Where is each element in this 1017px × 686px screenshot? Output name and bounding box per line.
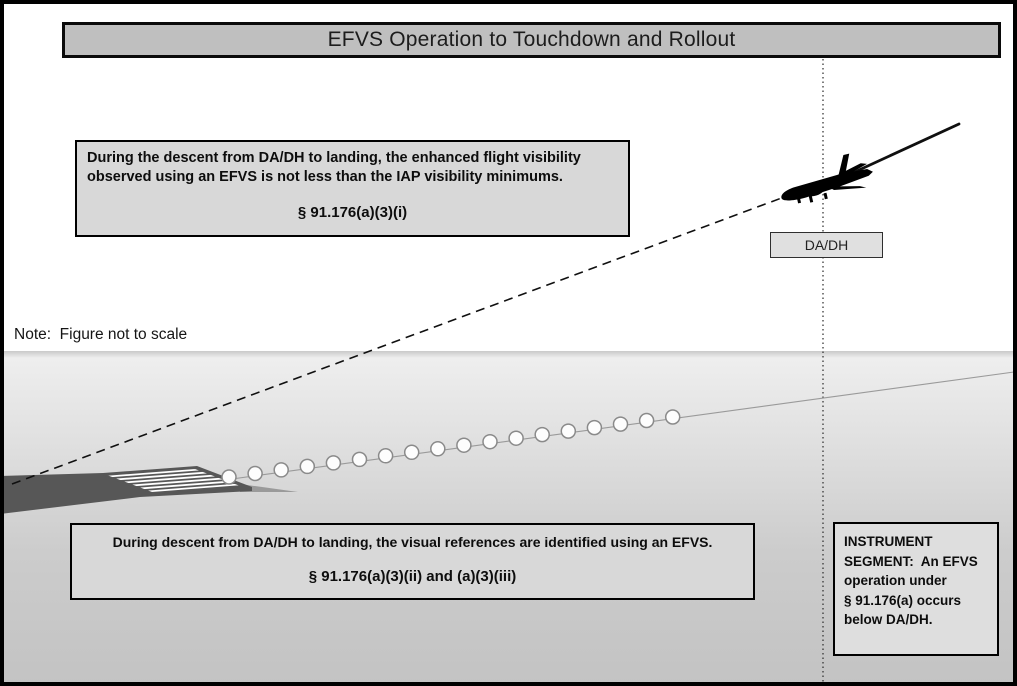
instrument-segment-box: INSTRUMENT SEGMENT: An EFVS operation un… bbox=[833, 522, 999, 656]
approach-light bbox=[325, 455, 342, 471]
glidepath-dashed-line bbox=[11, 192, 796, 485]
threshold-stripe-line bbox=[119, 473, 212, 482]
approach-light bbox=[351, 451, 368, 468]
visual-references-requirement-box: During descent from DA/DH to landing, th… bbox=[70, 523, 755, 600]
approach-lights bbox=[221, 409, 681, 485]
threshold-stripe-line bbox=[111, 470, 204, 479]
flightpath-solid-line bbox=[844, 122, 961, 178]
figure-title-bar: EFVS Operation to Touchdown and Rollout bbox=[62, 22, 1001, 58]
scale-note: Note: Figure not to scale bbox=[14, 326, 188, 343]
regulation-citation: § 91.176(a)(3)(ii) and (a)(3)(iii) bbox=[308, 568, 517, 585]
approach-light bbox=[299, 458, 316, 475]
approach-light bbox=[403, 444, 420, 461]
approach-light bbox=[534, 426, 550, 443]
approach-light bbox=[586, 419, 603, 436]
approach-light bbox=[664, 409, 681, 425]
approach-light bbox=[377, 448, 394, 464]
airplane-icon bbox=[781, 153, 873, 204]
regulation-citation: § 91.176(a)(3)(i) bbox=[297, 204, 408, 221]
approach-light bbox=[430, 441, 446, 457]
threshold-stripes bbox=[111, 470, 236, 491]
approach-light bbox=[560, 423, 577, 439]
requirement-text: During the descent from DA/DH to landing… bbox=[87, 150, 581, 185]
figure-title: EFVS Operation to Touchdown and Rollout bbox=[327, 28, 736, 51]
runway bbox=[0, 466, 298, 514]
approach-light bbox=[482, 433, 498, 450]
enhanced-visibility-requirement-box: During the descent from DA/DH to landing… bbox=[75, 140, 630, 237]
dadh-label-box: DA/DH bbox=[770, 232, 883, 258]
threshold-stripe-line bbox=[127, 476, 220, 485]
threshold-stripe-line bbox=[143, 482, 236, 491]
threshold-stripe-line bbox=[135, 479, 228, 488]
requirement-text: During descent from DA/DH to landing, th… bbox=[112, 534, 713, 550]
approach-light bbox=[221, 469, 237, 485]
approach-light bbox=[638, 412, 655, 429]
approach-light bbox=[508, 430, 524, 446]
approach-light bbox=[612, 416, 629, 432]
approach-light bbox=[247, 465, 263, 482]
runway-shadow bbox=[240, 484, 298, 492]
approach-light bbox=[456, 437, 472, 453]
dadh-label: DA/DH bbox=[804, 237, 849, 253]
approach-light bbox=[273, 462, 289, 478]
